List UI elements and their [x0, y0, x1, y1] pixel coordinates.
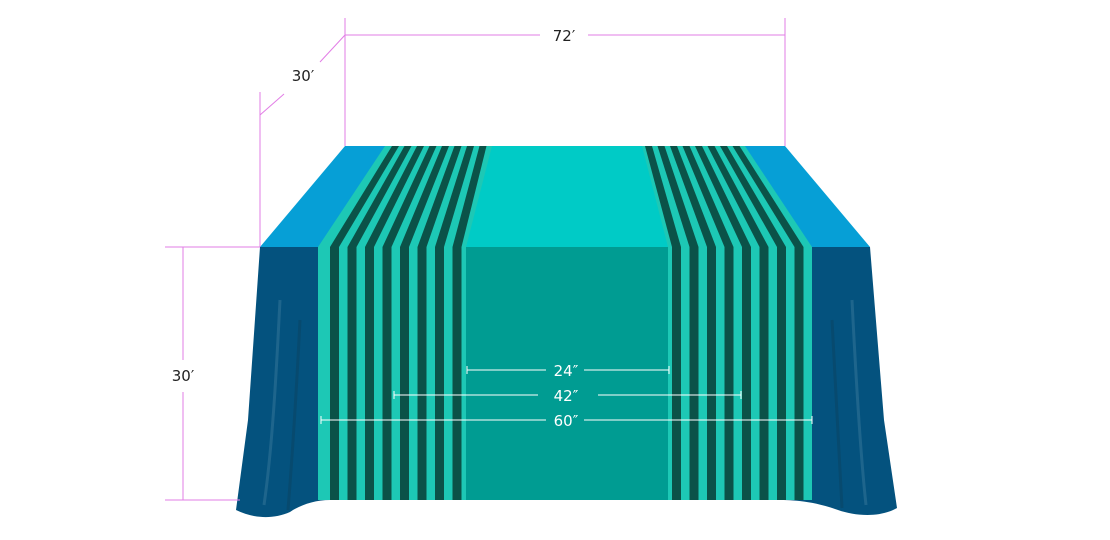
runner-stripe [400, 247, 409, 500]
runner-stripe [657, 146, 699, 247]
dimension-height [165, 246, 260, 501]
runner-stripe [347, 146, 412, 247]
runner-stripe [689, 247, 699, 500]
runner-width-middle [393, 391, 742, 399]
fold-left-2 [286, 319, 302, 511]
runner-stripe [695, 146, 751, 247]
runner-width-outer-label: 60″ [554, 412, 579, 430]
runner-stripe [720, 146, 786, 247]
runner-width-inner-label: 24″ [554, 362, 579, 380]
runner-stripe [400, 146, 449, 247]
runner-stripe [330, 146, 399, 247]
runner-stripe [417, 247, 427, 500]
runner-stripe [670, 146, 716, 247]
runner-width-outer [320, 416, 813, 424]
runner-stripe [672, 247, 681, 500]
runner-stripe [682, 146, 734, 247]
runner-top-stripes-right [645, 146, 804, 247]
fold-right-2 [830, 319, 844, 509]
runner-stripe [732, 146, 804, 247]
runner-stripe [707, 247, 716, 500]
height-label: 30′ [172, 367, 195, 385]
runner-stripe [330, 247, 339, 500]
runner-stripe [382, 247, 392, 500]
runner-stripe [417, 146, 462, 247]
runner-stripe [347, 247, 357, 500]
fold-right [850, 299, 868, 506]
runner-top-center [466, 146, 668, 247]
dimension-length [344, 18, 786, 146]
runner-stripe [724, 247, 734, 500]
dimension-depth [259, 34, 346, 247]
runner-stripe [742, 247, 751, 500]
runner-top-stripes-left [330, 146, 487, 247]
length-label: 72′ [553, 27, 576, 45]
runner-front-center [466, 247, 668, 500]
runner-width-inner [466, 366, 670, 374]
runner-stripe [435, 146, 474, 247]
runner-stripe [759, 247, 769, 500]
runner-stripe [365, 146, 424, 247]
runner-stripe [365, 247, 374, 500]
runner-stripe [777, 247, 786, 500]
runner-stripe [645, 146, 681, 247]
runner-stripe [452, 247, 462, 500]
runner-width-middle-label: 42″ [554, 387, 579, 405]
runner-stripe [452, 146, 487, 247]
fold-left [262, 299, 282, 506]
runner-stripe [435, 247, 444, 500]
runner-front-stripes-right [672, 247, 804, 500]
runner-stripe [382, 146, 437, 247]
depth-label: 30′ [292, 67, 315, 85]
runner-stripe [707, 146, 769, 247]
runner-stripe [794, 247, 804, 500]
runner-front-stripes-left [330, 247, 462, 500]
